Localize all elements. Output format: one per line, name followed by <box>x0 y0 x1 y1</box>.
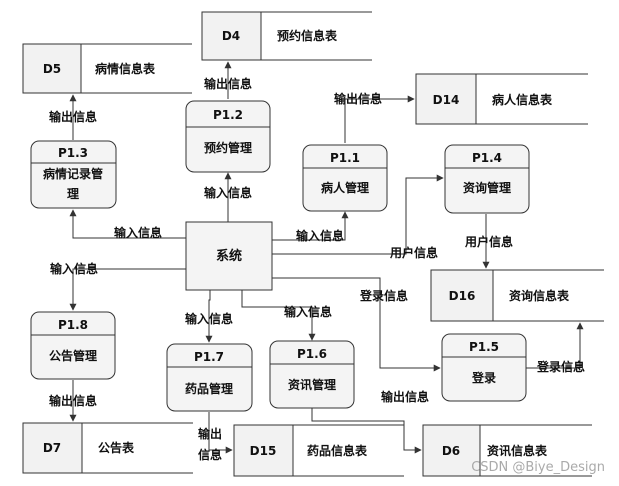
store-d14-box <box>415 73 477 125</box>
process-p1-7-name: 药品管理 <box>185 381 233 396</box>
process-p1-4-code: P1.4 <box>472 151 502 165</box>
flow-sys-p14-label: 用户信息 <box>389 245 438 260</box>
flow-p15-d16-label: 登录信息 <box>536 359 585 374</box>
store-d5-name: 病情信息表 <box>95 61 156 76</box>
store-d16-code: D16 <box>449 289 476 303</box>
process-p1-2-name: 预约管理 <box>204 140 252 155</box>
flow-p16-d6-label: 输出信息 <box>381 389 429 404</box>
process-p1-1-box <box>302 144 388 212</box>
flow-p17-to-d15 <box>208 412 233 454</box>
process-p1-3-code: P1.3 <box>58 146 88 160</box>
process-p1-3: P1.3 病情记录管 理 <box>30 140 117 209</box>
store-d15-name: 药品信息表 <box>307 443 368 458</box>
store-d6-box <box>422 424 481 477</box>
system-label: 系统 <box>216 248 242 264</box>
data-store-d14: D14 病人信息表 <box>415 73 588 125</box>
data-store-d4: D4 预约信息表 <box>201 11 372 61</box>
flow-sys-p12-label: 输入信息 <box>204 185 252 200</box>
data-store-d6: D6 资讯信息表 <box>422 424 592 477</box>
flow-sys-p11-label: 输入信息 <box>296 228 344 243</box>
flow-p16-to-d6 <box>311 408 422 454</box>
store-d4-code: D4 <box>222 29 240 43</box>
process-p1-4: P1.4 资询管理 <box>444 144 530 214</box>
flow-sys-p15-label: 登录信息 <box>359 288 408 303</box>
flow-system-to-p14 <box>272 174 444 255</box>
store-d5-box <box>22 43 82 94</box>
store-d16-name: 资询信息表 <box>509 288 570 303</box>
data-store-d16: D16 资询信息表 <box>430 269 604 322</box>
flow-sys-p18-label: 输入信息 <box>50 261 98 276</box>
process-p1-8-code: P1.8 <box>58 318 88 332</box>
data-store-d15: D15 药品信息表 <box>233 424 404 477</box>
process-p1-6-name: 资讯管理 <box>288 377 336 392</box>
store-d7-code: D7 <box>43 441 61 455</box>
store-d6-name: 资讯信息表 <box>487 443 548 458</box>
process-p1-5-box <box>441 333 527 402</box>
flows <box>69 61 584 454</box>
flow-system-to-p15 <box>272 277 441 372</box>
store-d15-code: D15 <box>250 444 277 458</box>
flow-system-to-p16 <box>241 290 316 341</box>
process-p1-3-box <box>30 140 117 209</box>
flow-p15-to-d16 <box>526 322 584 369</box>
store-d14-code: D14 <box>433 93 460 107</box>
flow-p17-d15-label-line1: 输出 <box>198 426 222 441</box>
store-d15-box <box>233 424 294 477</box>
flow-p11-to-d14 <box>344 95 415 143</box>
flow-sys-p13-label: 输入信息 <box>114 225 162 240</box>
process-p1-2-code: P1.2 <box>213 108 243 122</box>
process-p1-3-name-line2: 理 <box>67 187 79 201</box>
flow-labels: 输出信息 输入信息 输出信息 输入信息 输出信息 输入信息 用户信息 用户信息 … <box>49 76 585 462</box>
process-p1-4-name: 资询管理 <box>463 180 511 195</box>
process-p1-7-box <box>166 343 253 412</box>
process-p1-5-code: P1.5 <box>469 340 499 354</box>
process-p1-1: P1.1 病人管理 <box>302 144 388 212</box>
store-d6-code: D6 <box>442 444 460 458</box>
flow-p14-d16-label: 用户信息 <box>464 234 513 249</box>
process-p1-6-box <box>269 340 355 409</box>
flow-p12-d4-label: 输出信息 <box>204 76 252 91</box>
process-p1-8: P1.8 公告管理 <box>30 311 116 380</box>
watermark: CSDN @Biye_Design <box>471 460 605 475</box>
process-p1-8-box <box>30 311 116 380</box>
process-p1-6-code: P1.6 <box>297 347 327 361</box>
data-store-d5: D5 病情信息表 <box>22 43 192 94</box>
data-store-d7: D7 公告表 <box>22 422 193 474</box>
process-p1-1-name: 病人管理 <box>321 180 369 195</box>
system-node: 系统 <box>185 221 273 291</box>
flow-system-to-p18 <box>69 268 186 311</box>
process-p1-6: P1.6 资讯管理 <box>269 340 355 409</box>
store-d16-box <box>430 269 494 322</box>
process-p1-8-name: 公告管理 <box>49 348 97 363</box>
store-d14-name: 病人信息表 <box>492 92 553 107</box>
process-p1-2-box <box>185 100 271 173</box>
process-p1-5-name: 登录 <box>471 370 496 385</box>
store-d4-box <box>201 11 262 61</box>
flow-p17-d15-label-line2: 信息 <box>198 447 222 462</box>
flow-sys-p16-label: 输入信息 <box>284 304 332 319</box>
flow-sys-p17-label: 输入信息 <box>185 311 233 326</box>
process-p1-7-code: P1.7 <box>194 350 224 364</box>
process-p1-2: P1.2 预约管理 <box>185 100 271 173</box>
flow-p11-d14-label: 输出信息 <box>334 91 382 106</box>
store-d7-box <box>22 422 83 474</box>
store-d7-name: 公告表 <box>98 440 135 455</box>
process-p1-5: P1.5 登录 <box>441 333 527 402</box>
flow-system-to-p13 <box>69 209 186 239</box>
process-p1-1-code: P1.1 <box>330 151 360 165</box>
flow-p13-d5-label: 输出信息 <box>49 109 97 124</box>
process-p1-4-box <box>444 144 530 214</box>
process-p1-7: P1.7 药品管理 <box>166 343 253 412</box>
store-d4-name: 预约信息表 <box>277 28 338 43</box>
system-box <box>185 221 273 291</box>
flow-p18-d7-label: 输出信息 <box>49 393 97 408</box>
flow-system-to-p11 <box>272 211 349 241</box>
store-d5-code: D5 <box>43 62 61 76</box>
flow-system-to-p17 <box>205 290 213 343</box>
process-p1-3-name-line1: 病情记录管 <box>43 166 103 181</box>
